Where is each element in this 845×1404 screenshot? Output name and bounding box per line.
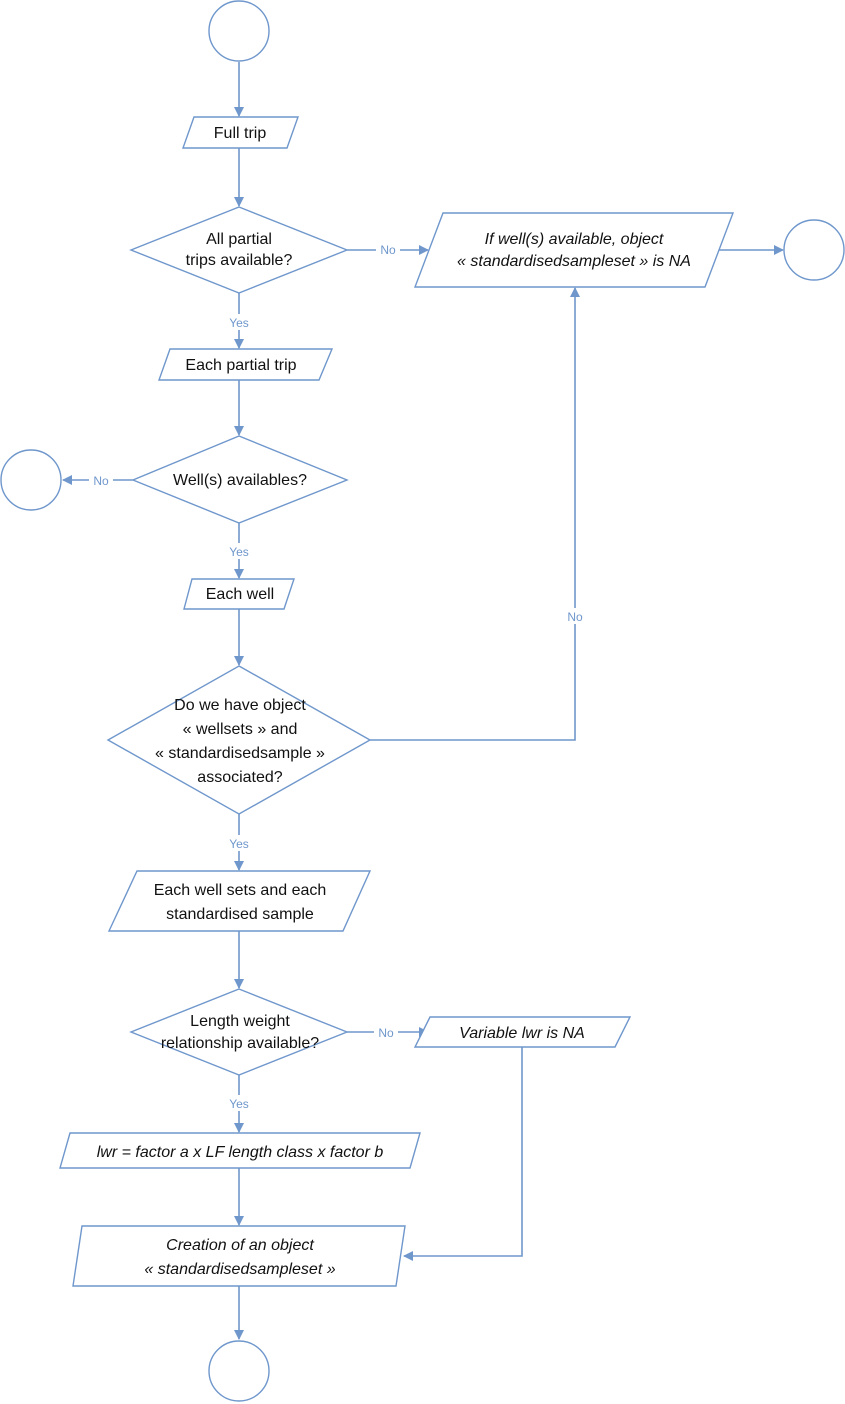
edge-label-lwr-yes: Yes <box>224 1095 254 1111</box>
length-weight-decision: Length weight relationship available? <box>129 988 349 1076</box>
objects-line-3: « standardisedsample » <box>155 745 325 762</box>
full-trip-label: Full trip <box>214 125 267 142</box>
creation-node: Creation of an object « standardisedsamp… <box>72 1225 406 1287</box>
objects-line-1: Do we have object <box>174 697 306 714</box>
length-weight-line-1: Length weight <box>190 1013 290 1030</box>
svg-text:No: No <box>380 243 396 257</box>
edge-label-objects-no: No <box>563 608 587 624</box>
edge-lwr-na-to-creation <box>403 1047 523 1261</box>
svg-text:No: No <box>567 610 583 624</box>
each-partial-trip-node: Each partial trip <box>158 348 334 381</box>
edge-label-wells-yes: Yes <box>224 543 254 559</box>
each-wellset-line-2: standardised sample <box>166 906 314 923</box>
edge-label-lwr-no: No <box>374 1024 398 1040</box>
objects-line-2: « wellsets » and <box>183 721 298 738</box>
wells-na-line-1: If well(s) available, object <box>485 231 664 248</box>
svg-text:Yes: Yes <box>229 545 249 559</box>
svg-text:No: No <box>378 1026 394 1040</box>
wells-na-line-2: « standardisedsampleset » is NA <box>457 253 691 270</box>
wells-available-decision: Well(s) availables? <box>131 435 349 524</box>
each-well-label: Each well <box>206 586 274 603</box>
lwr-na-label: Variable lwr is NA <box>459 1025 585 1042</box>
edge-label-wells-no: No <box>89 472 113 488</box>
creation-line-1: Creation of an object <box>166 1237 314 1254</box>
full-trip-node: Full trip <box>182 116 299 149</box>
partial-trips-line-1: All partial <box>206 231 272 248</box>
length-weight-line-2: relationship available? <box>161 1035 319 1052</box>
each-wellset-line-1: Each well sets and each <box>154 882 327 899</box>
edge-label-partial-trips-no: No <box>376 242 400 258</box>
creation-line-2: « standardisedsampleset » <box>144 1261 335 1278</box>
svg-text:Yes: Yes <box>229 1097 249 1111</box>
end-node-wells <box>0 449 62 511</box>
objects-line-4: associated? <box>197 769 282 786</box>
edge-objects-no <box>370 287 580 741</box>
svg-text:Yes: Yes <box>229 837 249 851</box>
lwr-formula-node: lwr = factor a x LF length class x facto… <box>59 1132 421 1169</box>
wells-na-node: If well(s) available, object « standardi… <box>413 212 735 288</box>
svg-text:Yes: Yes <box>229 316 249 330</box>
wells-available-label: Well(s) availables? <box>173 472 307 489</box>
edge-label-objects-yes: Yes <box>224 835 254 851</box>
edge-label-partial-trips-yes: Yes <box>224 314 254 330</box>
lwr-formula-label: lwr = factor a x LF length class x facto… <box>97 1144 384 1161</box>
partial-trips-decision: All partial trips available? <box>129 206 349 294</box>
lwr-na-node: Variable lwr is NA <box>413 1016 632 1048</box>
start-node <box>208 0 270 62</box>
partial-trips-line-2: trips available? <box>186 252 293 269</box>
each-wellset-sample-node: Each well sets and each standardised sam… <box>107 870 372 932</box>
objects-decision: Do we have object « wellsets » and « sta… <box>106 665 372 815</box>
end-node-final <box>208 1340 270 1402</box>
svg-text:No: No <box>93 474 109 488</box>
end-node-partial-trips <box>783 219 845 281</box>
each-partial-trip-label: Each partial trip <box>185 357 296 374</box>
each-well-node: Each well <box>183 578 295 610</box>
